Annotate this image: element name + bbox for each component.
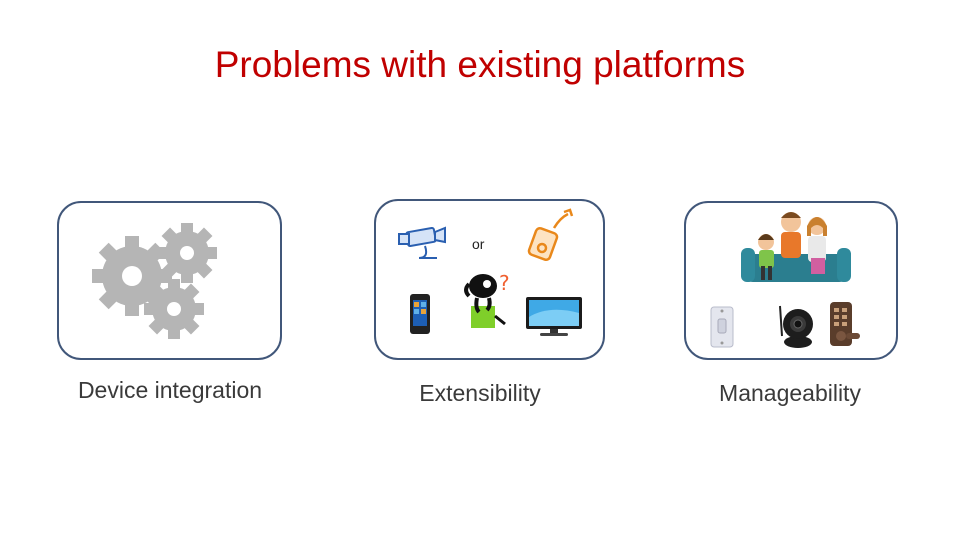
caption-manageability: Manageability <box>680 380 900 407</box>
monitor-icon <box>524 295 584 339</box>
svg-text:?: ? <box>499 271 510 295</box>
camera-icon <box>397 222 457 262</box>
gears-icon <box>92 221 222 341</box>
plug-icon <box>520 208 580 268</box>
family-icon <box>741 208 851 292</box>
caption-device-integration: Device integration <box>40 377 300 404</box>
caption-extensibility: Extensibility <box>360 380 600 407</box>
or-label: or <box>472 236 484 252</box>
slide-title: Problems with existing platforms <box>0 44 960 86</box>
light-switch-icon <box>709 305 735 349</box>
phone-icon <box>408 293 432 335</box>
confused-person-icon: ? <box>455 264 525 334</box>
security-camera-icon <box>776 302 818 350</box>
door-lock-icon <box>828 300 862 350</box>
